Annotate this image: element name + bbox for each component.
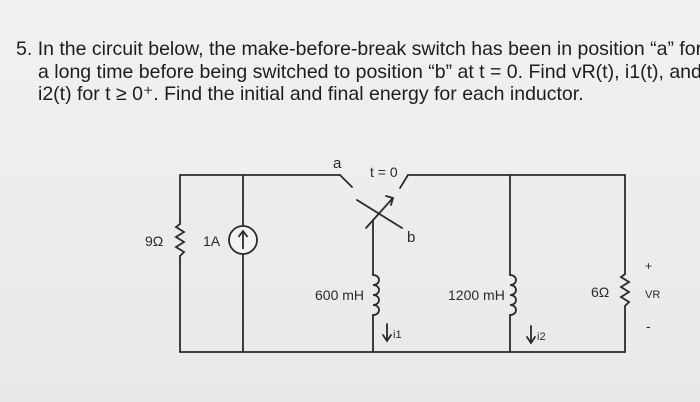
switch-b-lead <box>399 174 409 189</box>
problem-line-2: a long time before being switched to pos… <box>38 60 700 83</box>
source-label: 1A <box>203 233 221 249</box>
inductor-600mh-label: 600 mH <box>315 287 364 303</box>
resistor-9ohm-label: 9Ω <box>145 233 163 249</box>
i2-down-arrow-icon <box>526 325 536 345</box>
vr-label: VR <box>645 289 660 301</box>
inductor-1200mh-label: 1200 mH <box>448 287 505 303</box>
current-source-up-arrow-icon <box>228 225 258 255</box>
inductor-1200mh-symbol <box>509 274 517 316</box>
switch-a-lead <box>339 174 353 188</box>
resistor-9ohm-symbol <box>174 223 186 257</box>
i1-label: i1 <box>393 329 402 341</box>
resistor-6ohm-symbol <box>619 273 631 307</box>
problem-line-1: 5. In the circuit below, the make-before… <box>16 38 700 60</box>
problem-line-3: i2(t) for t ≥ 0⁺. Find the initial and f… <box>38 83 584 105</box>
switch-arrowhead <box>385 195 395 206</box>
switch-time-label: t = 0 <box>370 164 398 180</box>
problem-statement: 5. In the circuit below, the make-before… <box>16 38 700 106</box>
switch-b-label: b <box>407 229 415 246</box>
problem-number: 5. <box>16 38 33 60</box>
i2-label: i2 <box>537 331 546 343</box>
vr-plus-label: + <box>645 259 652 273</box>
vr-minus-label: - <box>646 318 651 334</box>
i1-down-arrow-icon <box>382 323 392 343</box>
switch-x-icon <box>356 198 403 229</box>
resistor-6ohm-label: 6Ω <box>591 284 609 300</box>
switch-a-label: a <box>333 155 342 172</box>
inductor-600mh-symbol <box>372 274 380 316</box>
